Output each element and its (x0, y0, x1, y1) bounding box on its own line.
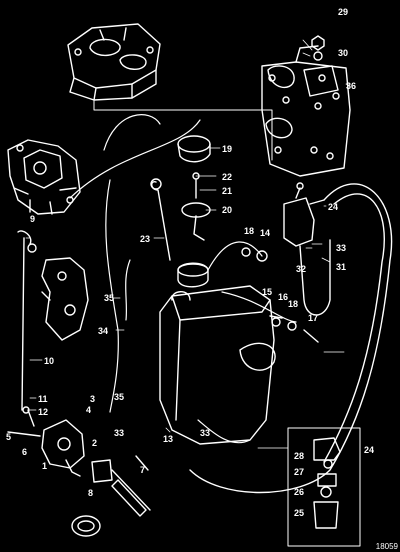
hose-line (103, 114, 161, 151)
fuel-pump-drawing (7, 406, 85, 477)
callout-25: 25 (294, 508, 305, 518)
hose-line (105, 179, 119, 331)
nut-part (311, 35, 325, 51)
callout-10: 10 (44, 356, 55, 366)
callout-30: 30 (338, 48, 349, 58)
callout-22: 22 (222, 172, 233, 182)
leader-line (93, 99, 273, 161)
screw-part (303, 329, 319, 343)
callout-15: 15 (262, 287, 273, 297)
callout-33b: 33 (114, 428, 125, 438)
callout-29: 29 (338, 7, 349, 17)
hose-line (207, 241, 263, 271)
callout-24a: 24 (328, 202, 339, 212)
callout-35b: 35 (114, 392, 125, 402)
linkage-rod-drawing (17, 230, 37, 411)
throttle-cam-drawing (41, 257, 89, 341)
grommet-part (241, 247, 251, 257)
hose-line (69, 119, 201, 199)
callout-28: 28 (294, 451, 305, 461)
fuel-gauge-drawing (150, 135, 211, 261)
callout-7: 7 (140, 465, 146, 475)
callout-6: 6 (22, 447, 28, 457)
hose-line (323, 193, 385, 463)
callout-8: 8 (88, 488, 94, 498)
callout-23: 23 (140, 234, 151, 244)
filter-detail-drawing (287, 427, 361, 547)
callout-33a: 33 (336, 243, 347, 253)
callout-35a: 35 (104, 293, 115, 303)
callout-16: 16 (278, 292, 289, 302)
bracket-plate-drawing (261, 45, 351, 177)
carburetor-drawing (7, 139, 81, 215)
callout-5: 5 (6, 432, 12, 442)
callout-18b: 18 (288, 299, 299, 309)
callout-3: 3 (90, 394, 96, 404)
hose-line (189, 183, 393, 494)
callout-34: 34 (98, 326, 109, 336)
callout-11: 11 (38, 394, 48, 404)
callout-2: 2 (92, 438, 98, 448)
callout-26: 26 (294, 487, 305, 497)
callout-27: 27 (294, 467, 305, 477)
callout-20: 20 (222, 205, 233, 215)
callout-12: 12 (38, 407, 49, 417)
callout-19: 19 (222, 144, 233, 154)
primer-bulb-drawing (91, 455, 151, 517)
screw-part (269, 315, 283, 319)
hose-line (221, 291, 297, 323)
fuel-filter-drawing (283, 182, 331, 316)
fuel-tank-drawing (159, 262, 276, 445)
clamp-part (77, 520, 95, 532)
callout-33c: 33 (200, 428, 211, 438)
clamp-part (71, 515, 101, 537)
hose-line (125, 259, 131, 321)
callout-9: 9 (30, 214, 36, 224)
grommet-part (256, 250, 268, 262)
callout-18a: 18 (244, 226, 255, 236)
hose-line (109, 329, 119, 413)
callout-24b: 24 (364, 445, 375, 455)
callout-4: 4 (86, 405, 92, 415)
leader-lines (25, 39, 351, 449)
callout-13: 13 (163, 434, 174, 444)
callout-31: 31 (336, 262, 347, 272)
callout-17: 17 (308, 313, 319, 323)
washer-part (271, 317, 281, 327)
figure-reference-number: 18059 (375, 542, 398, 551)
callout-14: 14 (260, 228, 271, 238)
hose-line (197, 419, 251, 444)
callout-1: 1 (42, 461, 48, 471)
callout-32: 32 (296, 264, 307, 274)
callout-21: 21 (222, 186, 233, 196)
washer-part (313, 51, 323, 61)
callout-36: 36 (346, 81, 357, 91)
intake-manifold-drawing (67, 23, 161, 101)
washer-part (287, 321, 297, 331)
